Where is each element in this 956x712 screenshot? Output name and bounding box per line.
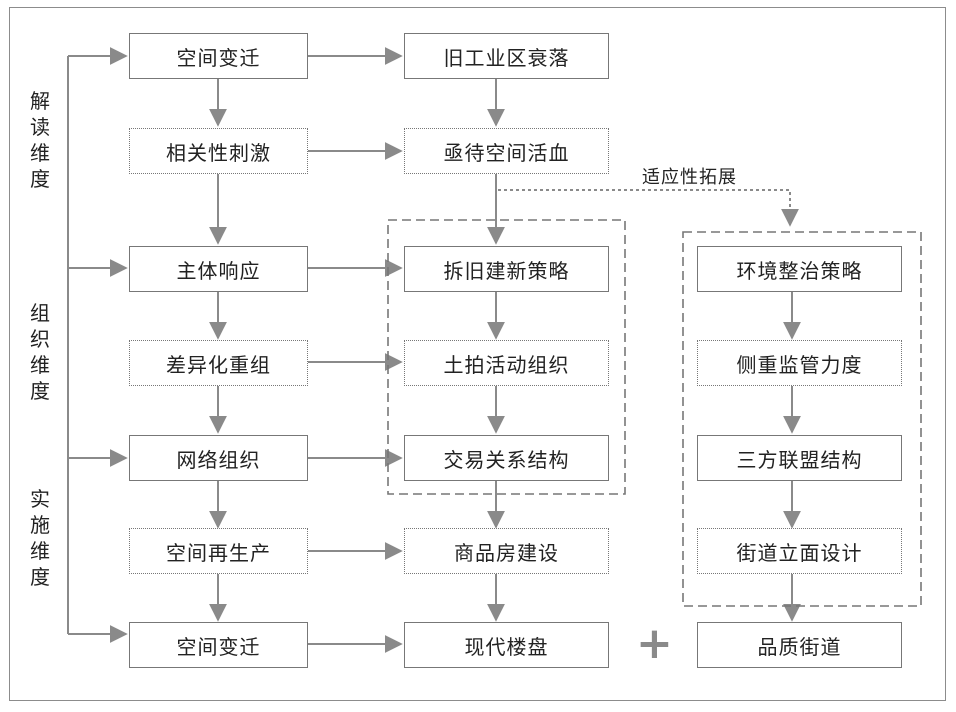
c1-node-6: 空间再生产	[129, 528, 308, 574]
c1-node-4: 差异化重组	[129, 340, 308, 386]
c2-node-3: 拆旧建新策略	[404, 246, 609, 292]
dimension-label-implement: 实施维度	[30, 487, 50, 589]
c1-node-7: 空间变迁	[129, 622, 308, 668]
dimension-label-interpret: 解读维度	[30, 89, 50, 191]
c1-node-2: 相关性刺激	[129, 128, 308, 174]
adaptive-connector	[498, 189, 799, 227]
adaptive-extension-label: 适应性拓展	[642, 167, 737, 188]
c3-node-4: 街道立面设计	[697, 528, 902, 574]
plus-sign: +	[636, 618, 673, 669]
c2-node-2: 亟待空间活血	[404, 128, 609, 174]
c2-node-4: 土拍活动组织	[404, 340, 609, 386]
group-frame-right	[682, 231, 922, 607]
diagram-frame	[9, 7, 946, 701]
c2-node-5: 交易关系结构	[404, 435, 609, 481]
c1-node-5: 网络组织	[129, 435, 308, 481]
c1-node-1: 空间变迁	[129, 33, 308, 79]
c3-node-2: 侧重监管力度	[697, 340, 902, 386]
c2-node-6: 商品房建设	[404, 528, 609, 574]
c3-node-5: 品质街道	[697, 622, 902, 668]
c1-node-3: 主体响应	[129, 246, 308, 292]
c3-node-1: 环境整治策略	[697, 246, 902, 292]
c2-node-1: 旧工业区衰落	[404, 33, 609, 79]
group-frame-middle	[387, 219, 626, 495]
c3-node-3: 三方联盟结构	[697, 435, 902, 481]
dimension-label-organize: 组织维度	[30, 301, 50, 403]
c2-node-7: 现代楼盘	[404, 622, 609, 668]
